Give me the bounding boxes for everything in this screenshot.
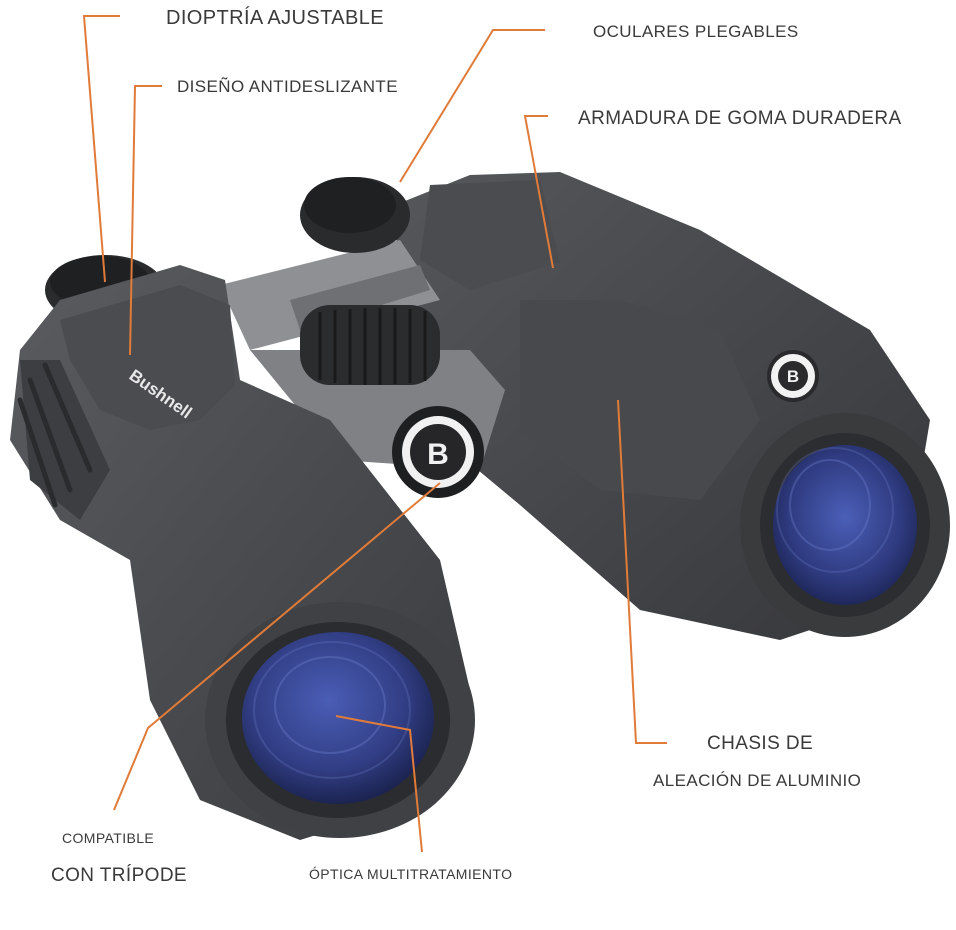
- label-aleacion-aluminio: ALEACIÓN DE ALUMINIO: [653, 771, 862, 790]
- label-armadura-goma: ARMADURA DE GOMA DURADERA: [578, 108, 902, 129]
- leader-oculares: [399, 29, 545, 183]
- leader-dioptria: [82, 15, 120, 283]
- label-chasis-de: CHASIS DE: [707, 733, 814, 754]
- leader-antideslizante: [129, 85, 162, 356]
- label-dioptria-ajustable: DIOPTRÍA AJUSTABLE: [166, 7, 385, 29]
- label-diseno-antideslizante: DISEÑO ANTIDESLIZANTE: [177, 77, 398, 96]
- label-oculares-plegables: OCULARES PLEGABLES: [593, 22, 799, 41]
- bushnell-b-badge-icon: B: [767, 350, 819, 402]
- label-optica-multitratamiento: ÓPTICA MULTITRATAMIENTO: [309, 866, 513, 882]
- left-barrel: Bushnell: [10, 265, 475, 840]
- leader-optica: [335, 715, 423, 853]
- center-bridge: B: [220, 240, 505, 498]
- svg-text:B: B: [427, 438, 449, 471]
- label-con-tripode: CON TRÍPODE: [51, 865, 188, 886]
- right-barrel: [395, 172, 950, 640]
- label-compatible: COMPATIBLE: [62, 830, 155, 846]
- leader-tripode: [113, 482, 441, 811]
- svg-text:B: B: [787, 367, 799, 386]
- leader-lines: [82, 15, 667, 853]
- leader-armadura: [523, 115, 554, 269]
- leader-chasis: [617, 399, 667, 744]
